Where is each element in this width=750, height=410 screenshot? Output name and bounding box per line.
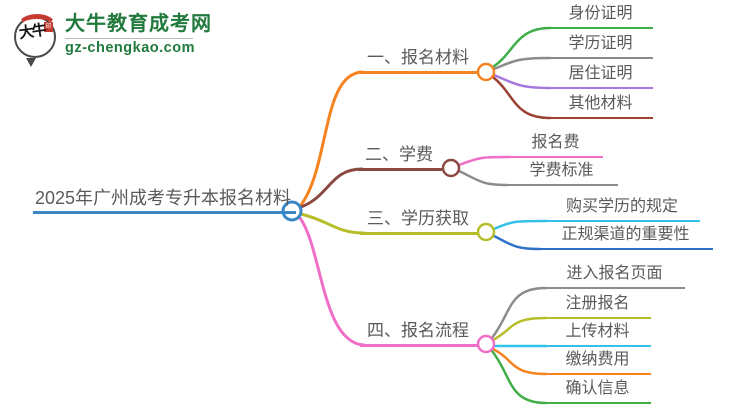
- logo-red-arc: [18, 14, 56, 37]
- child-register-signup[interactable]: 注册报名: [544, 292, 651, 319]
- edge-central-branch-2: [299, 167, 364, 209]
- edge-b3-formal: [492, 234, 542, 251]
- edge-b1-other: [491, 75, 552, 120]
- child-formal-channel-importance[interactable]: 正规渠道的重要性: [538, 223, 713, 250]
- brand-site-url: gz-chengkao.com: [65, 40, 195, 56]
- branch-1-label[interactable]: 一、报名材料: [360, 46, 478, 74]
- child-other-materials[interactable]: 其他材料: [548, 92, 653, 119]
- brand-text-block: 大牛教育成考网 gz-chengkao.com: [65, 12, 212, 57]
- child-tuition-standard[interactable]: 学费标准: [505, 159, 618, 186]
- child-residence-proof[interactable]: 居住证明: [548, 62, 653, 89]
- edge-b4-confirm: [490, 349, 548, 405]
- edge-b1-identity: [491, 26, 552, 69]
- child-enter-signup-page[interactable]: 进入报名页面: [544, 262, 685, 289]
- child-pay-fees[interactable]: 缴纳费用: [544, 348, 651, 375]
- child-education-proof[interactable]: 学历证明: [548, 32, 653, 59]
- child-buying-diploma-rules[interactable]: 购买学历的规定: [544, 195, 700, 222]
- branch-1-node-circle[interactable]: [476, 62, 496, 82]
- child-confirm-info[interactable]: 确认信息: [544, 377, 651, 404]
- branch-4-node-circle[interactable]: [476, 334, 496, 354]
- branch-3-label[interactable]: 三、学历获取: [360, 207, 478, 235]
- edge-central-branch-1: [299, 70, 364, 207]
- branch-4-label[interactable]: 四、报名流程: [360, 319, 478, 347]
- brand-title: 大牛教育成考网: [65, 13, 212, 35]
- edge-b2-fee: [457, 155, 512, 167]
- brand-divider: [65, 38, 193, 39]
- edge-central-branch-4: [298, 216, 366, 347]
- edge-b4-pay: [491, 347, 548, 376]
- edge-b1-education: [492, 56, 552, 71]
- logo-seal-icon: 印: [44, 22, 53, 32]
- edge-b4-register: [491, 316, 548, 342]
- edge-b4-enter-page: [490, 286, 548, 340]
- edge-central-branch-3: [299, 212, 366, 235]
- branch-2-node-circle[interactable]: [441, 158, 461, 178]
- edge-b2-standard: [457, 169, 509, 187]
- branch-3-node-circle[interactable]: [476, 222, 496, 242]
- child-identity-proof[interactable]: 身份证明: [548, 2, 653, 29]
- branch-2-label[interactable]: 二、学费: [358, 143, 442, 171]
- logo-bubble-tail: [26, 58, 36, 67]
- edge-b3-buy-rule: [492, 219, 548, 231]
- child-upload-materials[interactable]: 上传材料: [544, 320, 651, 347]
- logo-bubble-icon: 印 大牛: [14, 14, 56, 67]
- central-topic[interactable]: 2025年广州成考专升本报名材料: [33, 186, 297, 214]
- brand-logo: 印 大牛 大牛教育成考网 gz-chengkao.com: [14, 12, 212, 67]
- child-registration-fee[interactable]: 报名费: [508, 131, 603, 158]
- edge-b1-residence: [492, 73, 552, 90]
